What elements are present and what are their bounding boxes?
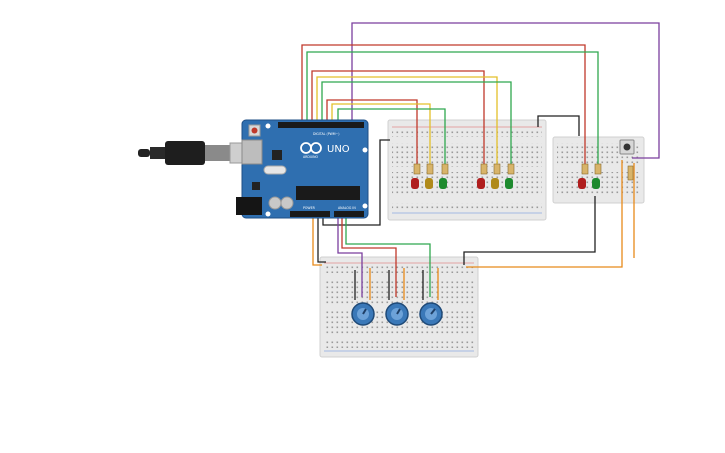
wire-green-main-left [337, 108, 446, 168]
wire-red-main-right [311, 70, 485, 168]
digital-header[interactable] [278, 122, 364, 128]
wire-orange-bottom [466, 160, 623, 268]
arduino-infinity-icon [300, 142, 322, 154]
led-green-2[interactable] [505, 178, 513, 189]
board-brand: UNO [327, 144, 350, 155]
wire-black-bottom-gnd [463, 196, 596, 265]
potentiometer-2[interactable] [385, 302, 409, 326]
led-red-small[interactable] [578, 178, 586, 189]
wire-yellow-main-left [331, 103, 431, 168]
analog-label: ANALOG IN [338, 206, 356, 210]
led-green-small[interactable] [592, 178, 600, 189]
led-yellow-1[interactable] [425, 178, 433, 189]
wires [301, 22, 660, 300]
wire-red-small [301, 44, 586, 168]
wire-black-main-gnd [322, 139, 390, 226]
board-subbrand: ARDUINO [303, 155, 319, 159]
small-board-components [578, 163, 634, 189]
resistor-group-main [413, 163, 515, 175]
digital-label: DIGITAL (PWM~) [313, 132, 339, 136]
power-label: POWER [303, 206, 316, 210]
power-header[interactable] [290, 211, 330, 217]
wire-red-main-left [326, 99, 418, 168]
led-yellow-2[interactable] [491, 178, 499, 189]
potentiometer-3[interactable] [419, 302, 443, 326]
wire-purple-top [351, 22, 660, 159]
led-red-1[interactable] [411, 178, 419, 189]
wire-green-small [306, 51, 599, 168]
led-red-2[interactable] [477, 178, 485, 189]
breadboard-main[interactable] [387, 119, 547, 221]
power-jack-icon [236, 197, 262, 215]
wire-green-main-right [321, 81, 512, 168]
led-row-main[interactable] [411, 178, 513, 189]
wire-purple-a0 [337, 214, 363, 297]
potentiometer-1[interactable] [351, 302, 375, 326]
wire-black-gnd-bottom [317, 214, 326, 263]
pushbutton-icon[interactable] [619, 139, 635, 155]
analog-header[interactable] [334, 211, 364, 217]
wire-green-a2 [345, 214, 431, 297]
wire-orange-power [312, 214, 322, 266]
atmega-chip [296, 186, 360, 200]
wire-yellow-main-right [316, 76, 498, 168]
wire-black-main-to-small [537, 115, 580, 136]
wire-red-a1 [341, 214, 397, 297]
arduino-uno-board[interactable]: UNO ARDUINO DIGITAL (PWM~) POWER ANALOG … [236, 119, 369, 219]
led-green-1[interactable] [439, 178, 447, 189]
